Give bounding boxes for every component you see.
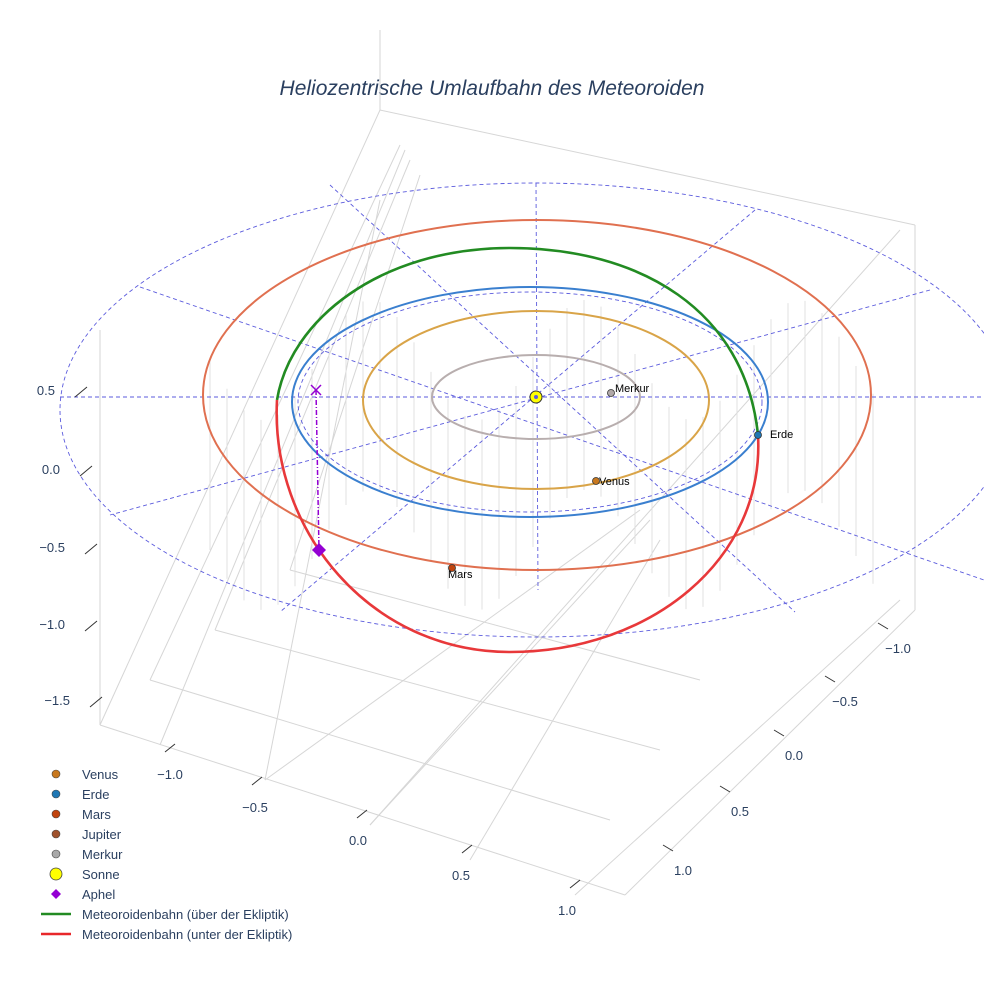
legend-item-label: Aphel	[82, 887, 115, 902]
ecliptic-plane-guides	[59, 182, 984, 638]
z-tick-mark	[89, 696, 103, 708]
y-tick-label: 0.0	[785, 748, 803, 763]
z-tick-label: 0.5	[37, 383, 55, 398]
ecliptic-axis	[535, 182, 539, 591]
x-tick-label: −0.5	[242, 800, 268, 815]
planet-erde	[754, 431, 762, 439]
grid-line	[159, 149, 406, 746]
x-tick-mark	[356, 809, 368, 819]
planet-venus	[592, 477, 600, 485]
z-tick-label: −1.5	[44, 693, 70, 708]
z-tick-label: −1.0	[39, 617, 65, 632]
aphel-marker	[312, 543, 326, 557]
planet-mars	[448, 564, 456, 572]
grid-line	[369, 519, 651, 826]
x-tick-label: 0.5	[452, 868, 470, 883]
x-tick-label: 0.0	[349, 833, 367, 848]
legend-item-label: Meteoroidenbahn (über der Ekliptik)	[82, 907, 289, 922]
orbit-erde	[291, 286, 769, 518]
x-tick-label: 1.0	[558, 903, 576, 918]
planet-label-mars: Mars	[448, 569, 473, 581]
legend-item-label: Jupiter	[82, 827, 122, 842]
ecliptic-axis	[329, 184, 796, 613]
grid-line	[149, 144, 401, 681]
legend-dot-icon	[51, 849, 61, 859]
orbit-venus	[362, 310, 710, 490]
x-tick-mark	[461, 844, 473, 854]
axis-grid	[99, 30, 916, 896]
legend-dot-icon	[51, 769, 61, 779]
legend-item-label: Sonne	[82, 867, 120, 882]
legend-sun-icon	[49, 867, 63, 881]
z-tick-mark	[74, 386, 88, 398]
z-tick-label: −0.5	[39, 540, 65, 555]
grid-line	[99, 724, 626, 896]
planet-merkur	[607, 389, 615, 397]
grid-line	[99, 109, 381, 726]
x-tick-mark	[251, 776, 263, 786]
grid-line	[469, 539, 661, 861]
meteoroid-orbit	[275, 246, 760, 654]
grid-line	[149, 679, 611, 821]
y-tick-label: 0.5	[731, 804, 749, 819]
ecliptic-axis	[109, 289, 931, 516]
axis-ticks: 0.5 0.0 −0.5 −1.0 −1.5 −1.0 −0.5 0.0 0.5 1.0 −1.0 −…	[37, 383, 911, 918]
legend-dot-icon	[51, 809, 61, 819]
grid-line	[624, 609, 916, 896]
x-tick-label: −1.0	[157, 767, 183, 782]
z-tick-mark	[84, 620, 98, 632]
grid-line	[214, 629, 661, 751]
z-tick-mark	[84, 543, 98, 555]
aphel-projection-x-icon	[310, 384, 322, 396]
y-tick-label: −1.0	[885, 641, 911, 656]
legend-dot-icon	[51, 789, 61, 799]
y-tick-mark	[719, 785, 731, 793]
legend-item-label: Merkur	[82, 847, 123, 862]
legend-item-label: Venus	[82, 767, 119, 782]
planet-label-erde: Erde	[770, 429, 793, 441]
y-tick-mark	[877, 622, 889, 630]
legend-item-label: Mars	[82, 807, 111, 822]
sun-center	[534, 395, 538, 399]
ecliptic-axis	[139, 286, 984, 581]
legend[interactable]: VenusErdeMarsJupiterMerkurSonneAphelMete…	[41, 767, 292, 942]
legend-diamond-icon	[51, 889, 61, 899]
meteoroid-path-above	[275, 246, 760, 436]
orbit-mars	[202, 219, 872, 571]
x-tick-mark	[164, 743, 176, 753]
legend-item-label: Erde	[82, 787, 109, 802]
grid-line	[379, 109, 916, 226]
planet-label-merkur: Merkur	[615, 383, 650, 395]
ecliptic-circle-inner	[297, 291, 763, 513]
orbit-merkur	[431, 354, 641, 440]
z-tick-label: 0.0	[42, 462, 60, 477]
x-tick-mark	[569, 879, 581, 889]
y-tick-label: 1.0	[674, 863, 692, 878]
grid-line	[289, 569, 701, 681]
legend-item-label: Meteoroidenbahn (unter der Ekliptik)	[82, 927, 292, 942]
z-tick-mark	[79, 465, 93, 477]
y-tick-mark	[662, 844, 674, 852]
ecliptic-axis	[279, 209, 756, 613]
chart-title: Heliozentrische Umlaufbahn des Meteoroid…	[280, 77, 705, 100]
planet-orbits	[202, 219, 872, 571]
y-tick-label: −0.5	[832, 694, 858, 709]
y-tick-mark	[824, 675, 836, 683]
y-tick-mark	[773, 729, 785, 737]
legend-dot-icon	[51, 829, 61, 839]
meteoroid-path-below	[275, 399, 760, 654]
planet-label-venus: Venus	[599, 476, 630, 488]
aphel-projection-line	[315, 389, 320, 551]
grid-line	[264, 199, 381, 781]
grid-line	[574, 599, 901, 896]
